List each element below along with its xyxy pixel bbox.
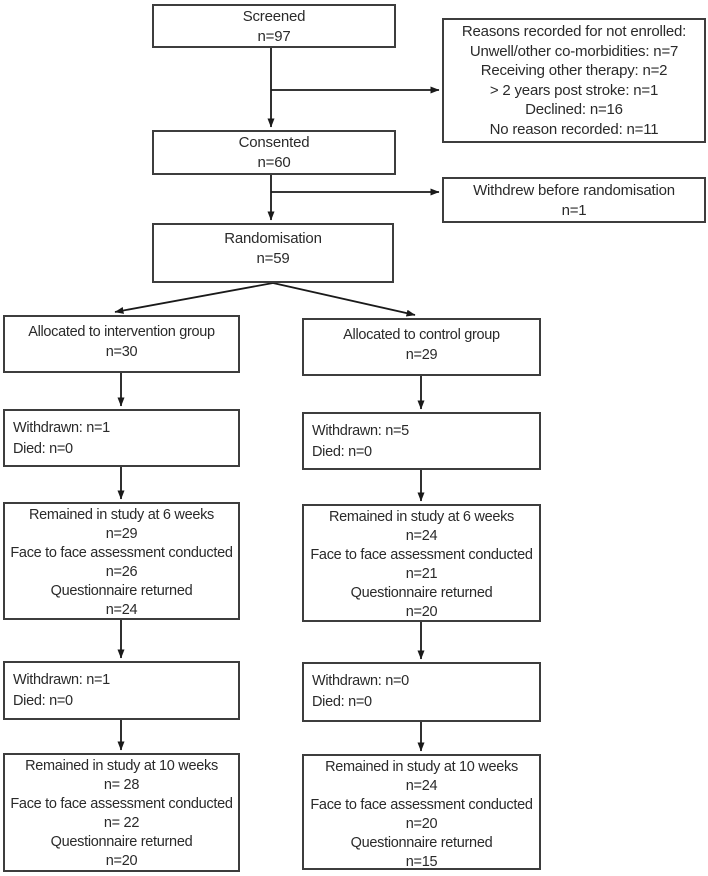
control-week10-assessment-label: Face to face assessment conducted [310,797,533,813]
withdrew-before-randomisation-box: Withdrew before randomisation n=1 [442,177,706,223]
intervention-allocated-label: Allocated to intervention group [28,324,215,340]
consented-count: n=60 [257,154,291,171]
control-week6-questionnaire-label: Questionnaire returned [350,585,493,601]
control-week10-questionnaire-count: n=15 [405,854,438,870]
randomisation-label: Randomisation [224,230,322,247]
intervention-week10-questionnaire-label: Questionnaire returned [50,834,193,850]
reason-post-stroke: > 2 years post stroke: n=1 [489,81,659,99]
control-week6-assessment-count: n=21 [405,566,438,582]
screened-box: Screened n=97 [152,4,396,48]
reason-declined: Declined: n=16 [525,101,623,118]
intervention-week10-remained-count: n= 28 [103,777,140,793]
intervention-died-1-line: Died: n=0 [13,441,73,457]
reason-unwell: Unwell/other co-morbidities: n=7 [469,42,679,60]
control-withdrawn-1-line: Withdrawn: n=5 [312,423,409,439]
randomisation-box: Randomisation n=59 [152,223,394,283]
intervention-allocated-box: Allocated to intervention group n=30 [3,315,240,373]
intervention-week6-questionnaire-count: n=24 [105,602,138,618]
intervention-week10-box: Remained in study at 10 weeks n= 28 Face… [3,753,240,872]
reason-no-reason: No reason recorded: n=11 [489,120,659,138]
withdrew-label: Withdrew before randomisation [473,182,675,199]
control-allocated-label: Allocated to control group [343,327,500,343]
control-died-2-line: Died: n=0 [312,694,372,710]
control-withdrawn-1-box: Withdrawn: n=5 Died: n=0 [302,412,541,470]
control-week10-assessment-count: n=20 [405,816,438,832]
intervention-week10-assessment-label: Face to face assessment conducted [10,796,233,812]
reason-other-therapy: Receiving other therapy: n=2 [480,62,668,79]
intervention-week10-questionnaire-count: n=20 [105,853,138,869]
reasons-title: Reasons recorded for not enrolled: [461,23,687,40]
intervention-withdrawn-1-line: Withdrawn: n=1 [13,420,110,436]
control-week10-remained-count: n=24 [405,778,438,794]
control-died-1-line: Died: n=0 [312,444,372,460]
not-enrolled-reasons-box: Reasons recorded for not enrolled: Unwel… [442,18,706,143]
intervention-withdrawn-1-box: Withdrawn: n=1 Died: n=0 [3,409,240,467]
screened-label: Screened [242,8,306,25]
control-week6-assessment-label: Face to face assessment conducted [310,547,533,563]
control-week6-box: Remained in study at 6 weeks n=24 Face t… [302,504,541,622]
control-week6-remained-label: Remained in study at 6 weeks [328,509,515,525]
withdrew-count: n=1 [561,202,587,219]
control-allocated-count: n=29 [405,347,438,363]
intervention-week6-remained-count: n=29 [105,526,138,542]
intervention-withdrawn-2-line: Withdrawn: n=1 [13,672,110,688]
intervention-week6-assessment-count: n=26 [105,564,138,580]
control-week6-questionnaire-count: n=20 [405,604,438,620]
arrow-randomisation-to-control [272,282,416,317]
control-week6-remained-count: n=24 [405,528,438,544]
control-withdrawn-2-box: Withdrawn: n=0 Died: n=0 [302,662,541,722]
intervention-week10-assessment-count: n= 22 [103,815,140,831]
intervention-withdrawn-2-box: Withdrawn: n=1 Died: n=0 [3,661,240,720]
control-week10-questionnaire-label: Questionnaire returned [350,835,493,851]
randomisation-count: n=59 [256,250,290,267]
consented-label: Consented [238,134,310,151]
intervention-died-2-line: Died: n=0 [13,693,73,709]
control-week10-remained-label: Remained in study at 10 weeks [325,759,518,775]
intervention-week6-assessment-label: Face to face assessment conducted [10,545,233,561]
intervention-allocated-count: n=30 [105,344,138,360]
intervention-week6-remained-label: Remained in study at 6 weeks [28,507,215,523]
intervention-week10-remained-label: Remained in study at 10 weeks [25,758,218,774]
screened-count: n=97 [257,28,291,45]
intervention-week6-box: Remained in study at 6 weeks n=29 Face t… [3,502,240,620]
arrow-randomisation-to-intervention [114,282,274,314]
control-withdrawn-2-line: Withdrawn: n=0 [312,673,409,689]
control-week10-box: Remained in study at 10 weeks n=24 Face … [302,754,541,870]
consented-box: Consented n=60 [152,130,396,175]
intervention-week6-questionnaire-label: Questionnaire returned [50,583,193,599]
control-allocated-box: Allocated to control group n=29 [302,318,541,376]
